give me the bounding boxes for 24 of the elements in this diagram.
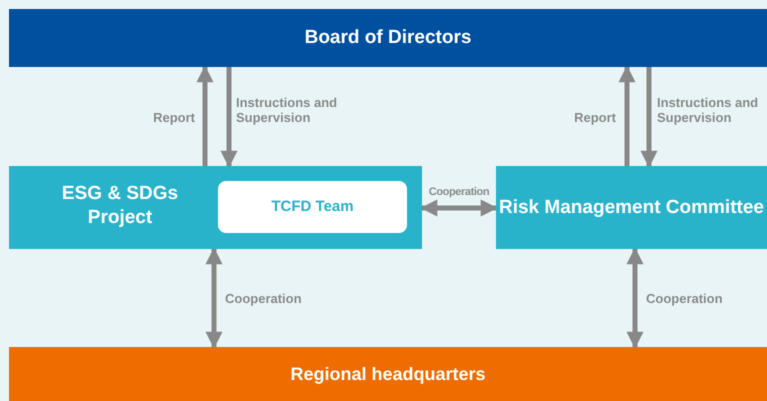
- edge-label: Report: [573, 110, 616, 125]
- edge-label: Cooperation: [225, 291, 303, 306]
- arrow: [618, 65, 636, 166]
- node-title: TCFD Team: [271, 197, 354, 217]
- project-box: [9, 166, 422, 249]
- arrow: [196, 65, 214, 166]
- node-title: Risk Management Committee: [498, 196, 764, 220]
- node-title: Board of Directors: [304, 26, 472, 50]
- edge-label: Instructions and Supervision: [236, 95, 338, 125]
- team-box: [218, 181, 407, 233]
- node-title: ESG & SDGs Project: [60, 182, 180, 230]
- arrow: [206, 247, 222, 349]
- headquarters-banner: [9, 347, 767, 401]
- arrow: [626, 247, 644, 349]
- node-title: Regional headquarters: [290, 362, 486, 386]
- edge-label: Instructions and Supervision: [657, 95, 760, 125]
- edge-label: Cooperation: [646, 291, 724, 306]
- edge-label: Cooperation: [428, 185, 490, 200]
- arrow: [220, 67, 238, 168]
- arrow: [640, 67, 658, 168]
- committee-box: [496, 166, 767, 249]
- board-banner: [9, 9, 767, 67]
- arrow: [420, 200, 498, 216]
- edge-label: Report: [152, 110, 195, 125]
